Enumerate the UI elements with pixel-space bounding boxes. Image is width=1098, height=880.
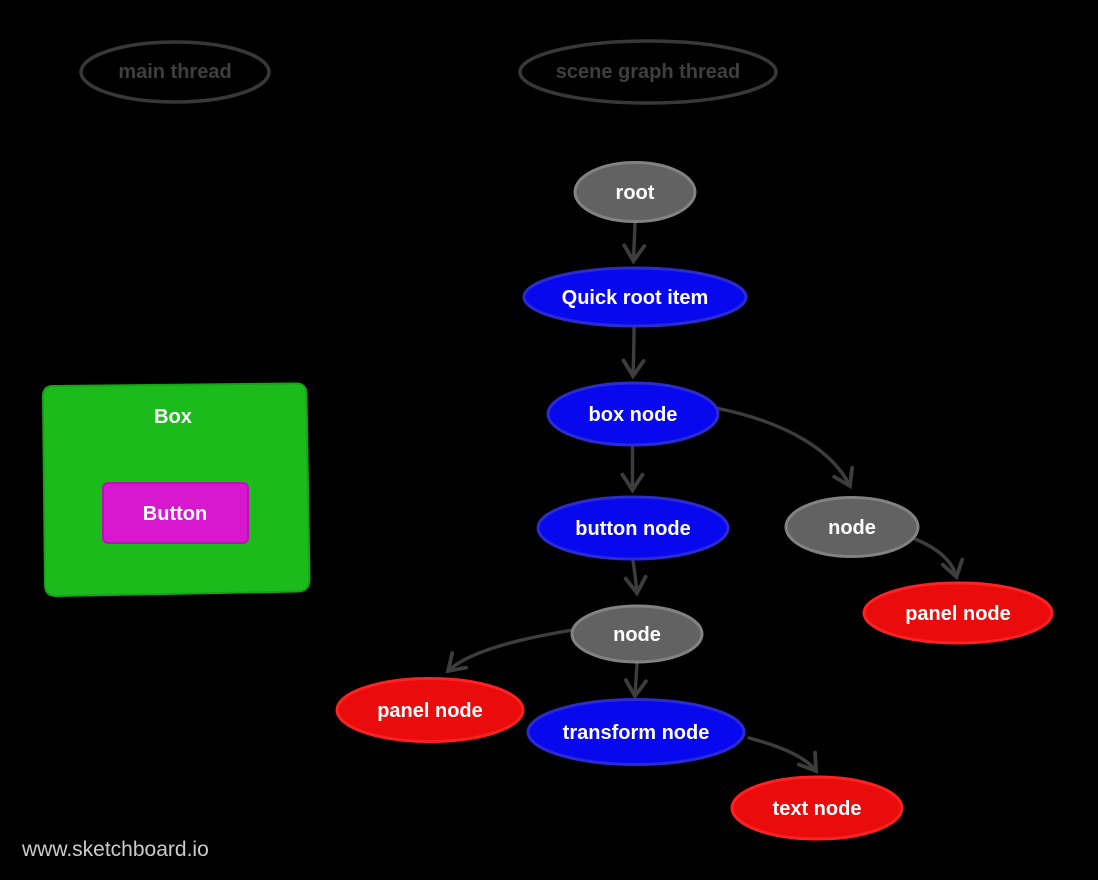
node-right[interactable]: node — [784, 496, 920, 558]
box-label: Box — [154, 406, 192, 428]
box-widget[interactable]: Box Button — [41, 382, 311, 598]
node-mid-shape[interactable] — [570, 604, 704, 664]
node-panel-node-left-label: panel node — [377, 700, 483, 722]
button-widget[interactable] — [102, 482, 249, 544]
node-transform-node-shape[interactable] — [526, 698, 746, 766]
edge-button-node-to-node-mid[interactable] — [623, 558, 648, 597]
node-quick-root-item-shape[interactable] — [522, 266, 748, 328]
node-root-label: root — [616, 182, 655, 204]
node-transform-node-label: transform node — [563, 722, 710, 744]
edge-quick-root-item-to-box-node[interactable] — [621, 326, 646, 380]
main-thread-ellipse[interactable] — [79, 40, 271, 104]
edge-node-mid-to-transform-node[interactable] — [624, 662, 648, 700]
node-mid[interactable]: node — [570, 604, 704, 664]
main-thread-group[interactable]: main thread — [79, 40, 271, 104]
main-thread-label: main thread — [118, 61, 231, 83]
node-box-node[interactable]: box node — [546, 381, 720, 447]
node-button-node-shape[interactable] — [536, 495, 730, 561]
scene-graph-thread-label: scene graph thread — [556, 61, 741, 83]
node-box-node-shape[interactable] — [546, 381, 720, 447]
node-text-node[interactable]: text node — [730, 775, 904, 841]
edge-box-node-to-node-right[interactable] — [714, 406, 854, 490]
edge-transform-node-to-text-node[interactable] — [747, 736, 819, 774]
edges-group — [445, 221, 965, 774]
edge-node-mid-to-panel-node-left[interactable] — [445, 628, 575, 674]
node-panel-node-right-label: panel node — [905, 603, 1011, 625]
node-root[interactable]: root — [573, 161, 697, 223]
scene-graph-thread-ellipse[interactable] — [518, 39, 778, 105]
edge-node-right-to-panel-node-right[interactable] — [913, 537, 965, 581]
node-text-node-shape[interactable] — [730, 775, 904, 841]
node-quick-root-item-label: Quick root item — [562, 287, 709, 309]
button-label: Button — [143, 503, 207, 525]
node-text-node-label: text node — [773, 798, 862, 820]
node-panel-node-left-shape[interactable] — [335, 677, 525, 743]
node-box-node-label: box node — [589, 404, 678, 426]
node-transform-node[interactable]: transform node — [526, 698, 746, 766]
node-mid-label: node — [613, 624, 661, 646]
node-button-node-label: button node — [575, 518, 691, 540]
scene-graph-thread-group[interactable]: scene graph thread — [518, 39, 778, 105]
sketchboard-watermark: www.sketchboard.io — [21, 838, 209, 861]
node-right-label: node — [828, 517, 876, 539]
node-root-shape[interactable] — [573, 161, 697, 223]
edge-root-to-quick-root-item[interactable] — [622, 221, 647, 265]
node-panel-node-right-shape[interactable] — [862, 581, 1054, 645]
node-panel-node-left[interactable]: panel node — [335, 677, 525, 743]
node-panel-node-right[interactable]: panel node — [862, 581, 1054, 645]
node-quick-root-item[interactable]: Quick root item — [522, 266, 748, 328]
node-right-shape[interactable] — [784, 496, 920, 558]
node-button-node[interactable]: button node — [536, 495, 730, 561]
